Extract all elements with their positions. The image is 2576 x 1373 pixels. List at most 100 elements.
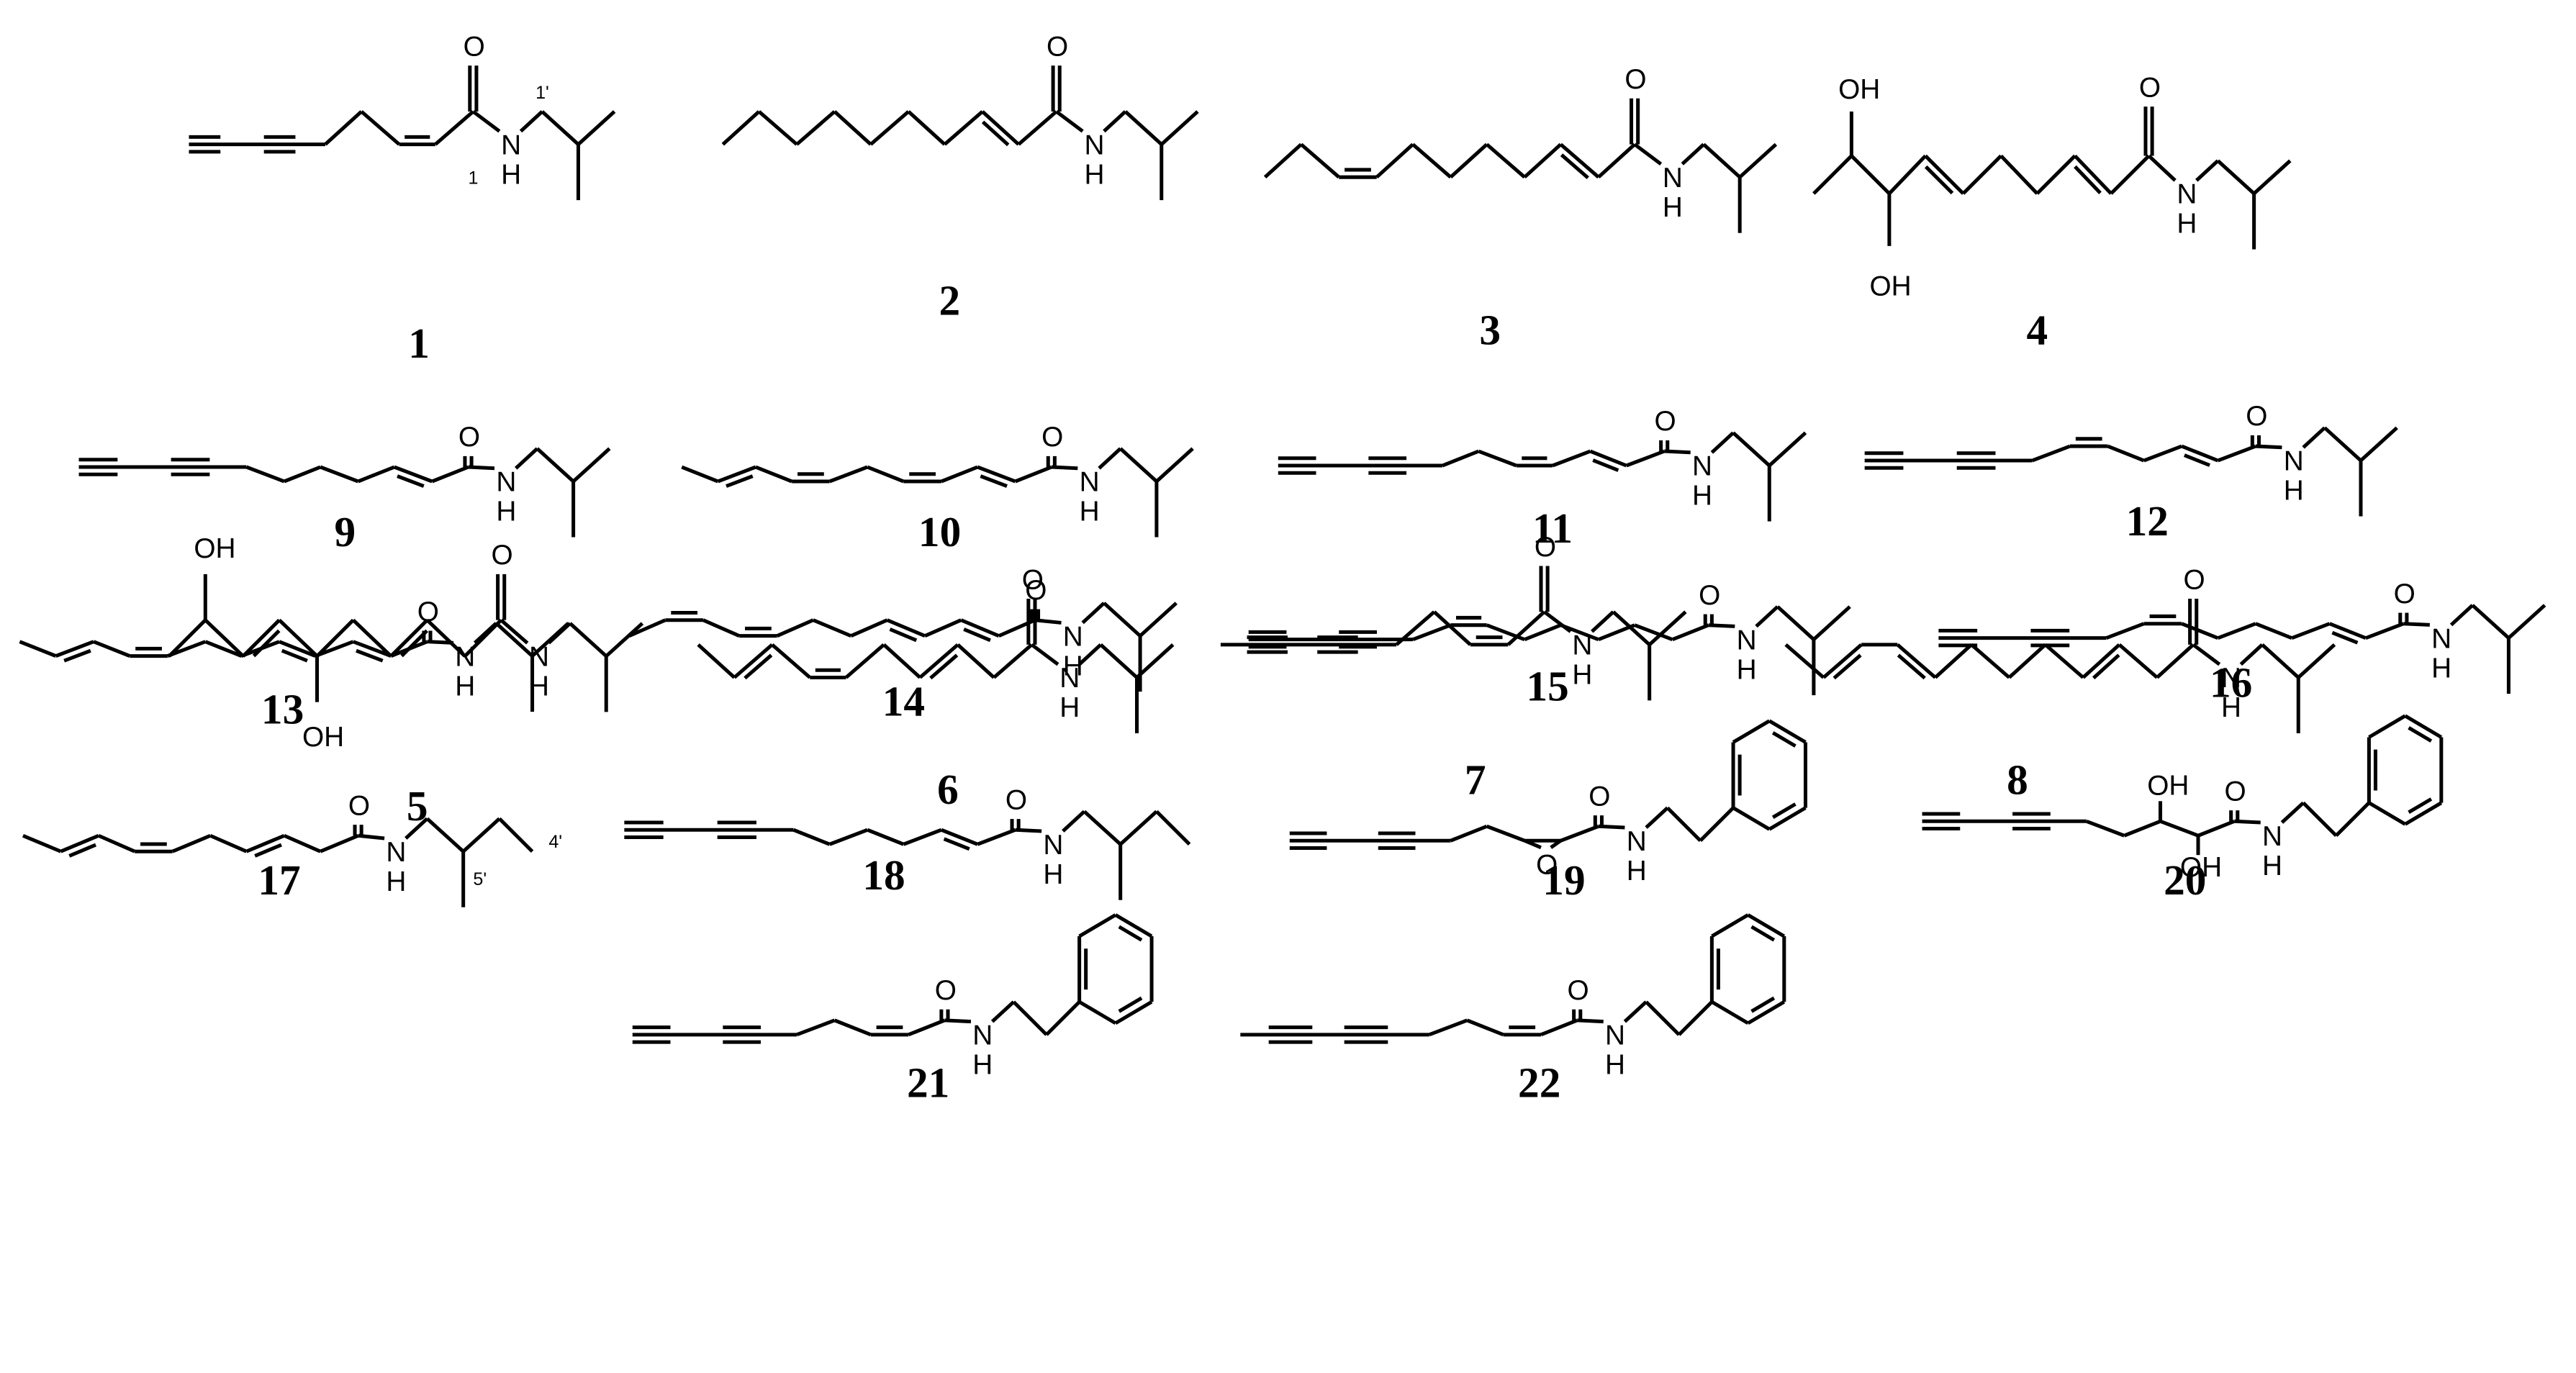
single-bond	[867, 828, 905, 846]
single-bond	[1486, 623, 1526, 642]
double-bond	[886, 618, 926, 638]
isobutyl-bond	[1103, 602, 1142, 638]
n-ch2-bond	[1098, 447, 1122, 470]
carbonyl-oxygen: O	[348, 790, 370, 821]
single-bond	[2110, 154, 2151, 195]
single-bond	[977, 828, 1016, 846]
benzene-bond	[2368, 714, 2406, 739]
carbonyl-oxygen: O	[2183, 564, 2205, 595]
n-ch2-bond	[1623, 1000, 1648, 1023]
amide-nitrogen: N	[1059, 663, 1080, 694]
amide-hydrogen: H	[1059, 692, 1080, 723]
isobutyl-methyl	[605, 622, 644, 658]
single-bond	[168, 618, 207, 658]
benzene-bond	[1078, 1000, 1117, 1025]
isobutyl-bond	[535, 447, 575, 483]
n-ch2-bond	[1755, 605, 1779, 628]
double-bond-inner	[889, 627, 918, 643]
hydroxyl-label: OH	[1870, 271, 1912, 302]
single-bond	[2031, 444, 2071, 463]
single-bond	[681, 465, 719, 484]
carbonyl-oxygen: O	[1535, 532, 1556, 563]
benzene-bond	[1747, 913, 1786, 938]
amide-hydrogen: H	[2284, 476, 2304, 507]
single-bond	[1523, 142, 1563, 179]
isobutyl-methyl	[1135, 643, 1175, 679]
n-ch2-bond	[405, 817, 429, 840]
compound-number: 8	[2007, 756, 2028, 803]
compound-number: 9	[334, 508, 356, 556]
compound-number: 16	[2210, 659, 2252, 707]
n-ch2-bond	[515, 447, 539, 470]
carbonyl-oxygen: O	[1655, 406, 1676, 437]
amide-nitrogen: N	[2262, 821, 2282, 852]
n-ch2-bond	[990, 1000, 1016, 1023]
benzene-inner-bond	[1750, 996, 1776, 1013]
amide-hydrogen: H	[1572, 660, 1592, 691]
atom-locant: 5'	[473, 869, 487, 889]
n-ch2-bond	[1062, 810, 1086, 833]
amide-nitrogen: N	[1692, 451, 1712, 482]
single-bond	[1970, 643, 2011, 679]
carbonyl-oxygen: O	[1025, 575, 1047, 606]
double-bond	[245, 833, 285, 853]
amide-bond	[1708, 623, 1735, 628]
double-bond	[389, 618, 429, 658]
benzene-bond	[1711, 913, 1749, 938]
phenethyl-bond	[1012, 1000, 1048, 1036]
double-bond	[55, 640, 94, 658]
single-bond	[1432, 610, 1472, 646]
double-bond	[1589, 449, 1627, 468]
single-bond	[1812, 154, 1853, 195]
single-bond	[357, 465, 395, 484]
atom-locant: 4'	[548, 832, 562, 852]
n-ch2-bond	[1077, 643, 1102, 666]
double-bond	[2328, 622, 2367, 640]
double-bond-inner	[1924, 165, 1954, 195]
benzene-bond	[1732, 806, 1771, 831]
benzene-bond	[1114, 913, 1153, 938]
single-bond	[315, 618, 355, 658]
phenethyl-bond	[1677, 1000, 1714, 1036]
methylbutyl-bond	[425, 817, 465, 853]
single-bond	[1850, 154, 1891, 195]
phenethyl-bond	[1045, 1000, 1081, 1036]
amide-nitrogen: N	[1084, 130, 1104, 160]
single-bond	[943, 110, 984, 146]
single-bond	[812, 618, 852, 638]
amide-hydrogen: H	[386, 866, 406, 897]
single-bond	[776, 618, 814, 638]
double-bond-inner	[254, 843, 282, 858]
phenethyl-bond	[1666, 806, 1702, 843]
single-bond	[1263, 142, 1303, 179]
phenethyl-bond	[2334, 801, 2371, 838]
amide-bond	[1030, 643, 1059, 666]
single-bond	[940, 465, 979, 484]
single-bond	[1375, 142, 1414, 179]
epoxide-bond	[1524, 838, 1542, 850]
single-bond	[1560, 824, 1599, 843]
n-ch2-bond	[2280, 801, 2305, 824]
single-bond	[204, 640, 243, 658]
amide-hydrogen: H	[2221, 692, 2241, 723]
amide-nitrogen: N	[2431, 623, 2451, 654]
single-bond	[209, 833, 248, 853]
single-bond	[390, 640, 428, 658]
carbonyl-oxygen: O	[491, 540, 512, 571]
benzene-bond	[1747, 1000, 1786, 1025]
double-bond-inner	[252, 629, 281, 658]
double-bond	[1896, 643, 1937, 679]
double-bond	[1559, 142, 1600, 179]
double-bond-inner	[2092, 653, 2120, 680]
single-bond	[1442, 449, 1480, 468]
single-bond	[324, 110, 363, 146]
single-bond	[245, 465, 285, 484]
double-bond	[1822, 643, 1863, 679]
single-bond	[907, 110, 946, 146]
single-bond	[1506, 610, 1546, 646]
isobutyl-methyl	[571, 447, 611, 483]
